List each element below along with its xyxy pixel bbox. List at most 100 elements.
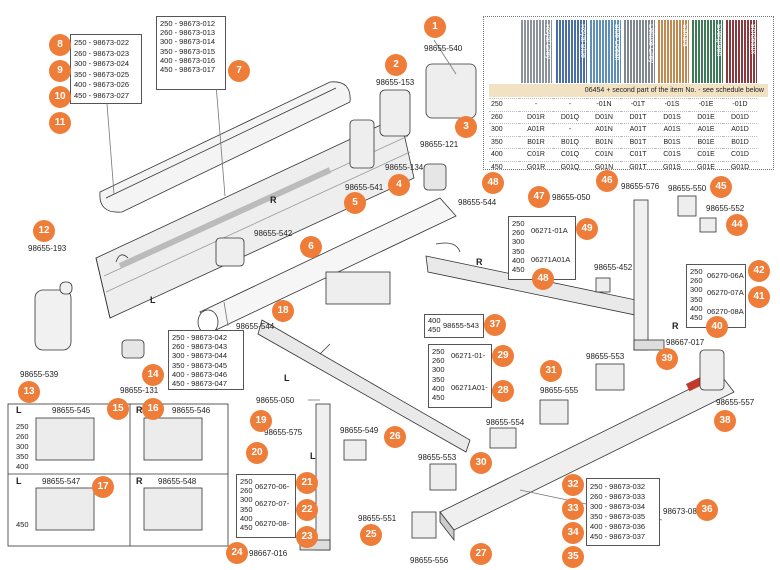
code-cell: A01R <box>519 123 553 136</box>
code-cell: G01T <box>621 160 655 173</box>
clip-31-drawing <box>595 363 625 391</box>
swatch-bordeaux: Bordeaux <box>726 20 757 83</box>
clip-45-drawing <box>677 195 697 217</box>
hinge-25-drawing <box>343 439 367 461</box>
swatch-deluxe-grey: Deluxe Grey <box>624 20 655 83</box>
color-table-row: 250---01N-01T-01S-01E-01D <box>489 98 757 111</box>
code-cell: -01N <box>587 98 621 111</box>
size-cell: 400 <box>489 148 519 161</box>
code-cell: G01S <box>655 160 689 173</box>
code-cell: A01E <box>689 123 723 136</box>
part-label: 98655-552 <box>706 204 745 213</box>
fabric-color-table: Royal Grey Royal Blue Blue Ocean Deluxe … <box>483 16 774 173</box>
side-label: L <box>310 451 316 461</box>
callout-14: 14 <box>142 364 164 386</box>
part-label: 98667-017 <box>666 338 705 347</box>
callout-27: 27 <box>470 543 492 565</box>
callout-41: 41 <box>748 286 770 308</box>
code-cell: - <box>553 98 587 111</box>
callout-28: 28 <box>492 380 514 402</box>
code-cell: - <box>553 123 587 136</box>
swatch-evergreen: Evergreen <box>692 20 723 83</box>
swatch-blue-ocean: Blue Ocean <box>590 20 621 83</box>
part-label: 98655-544 <box>458 198 497 207</box>
code-cell: B01Q <box>553 135 587 149</box>
callout-48-top: 48 <box>482 172 504 194</box>
part-label: 98655-550 <box>668 184 707 193</box>
part-label: 98655-554 <box>486 418 525 427</box>
callout-37: 37 <box>484 314 506 336</box>
part-label: 98673-088 <box>663 507 702 516</box>
callout-8: 8 <box>49 34 71 56</box>
clip-554-drawing <box>489 427 517 449</box>
code-cell: - <box>519 98 553 111</box>
callout-25: 25 <box>360 524 382 546</box>
adapter-sizes-b: 450 <box>16 520 29 529</box>
part-label: 98655-553 <box>418 453 457 462</box>
side-label: R <box>672 321 679 331</box>
callout-17: 17 <box>92 476 114 498</box>
part-label: 98655-153 <box>376 78 415 87</box>
callout-45: 45 <box>710 176 732 198</box>
callout-48: 48 <box>532 268 554 290</box>
size-cell: 250 <box>489 98 519 111</box>
callout-3: 3 <box>455 116 477 138</box>
callout-20: 20 <box>246 442 268 464</box>
color-table-header: 06454 + second part of the item No. - se… <box>489 84 768 97</box>
callout-6: 6 <box>300 236 322 258</box>
bracket-2-drawing <box>379 89 411 137</box>
callout-4: 4 <box>388 174 410 196</box>
part-label: 98655-553 <box>586 352 625 361</box>
callout-36: 36 <box>696 499 718 521</box>
part-label: 98655-556 <box>410 556 449 565</box>
box-49-code-a: 06271-01A <box>531 226 568 235</box>
box-21-code-a: 06270-06- <box>255 482 290 491</box>
size-cell: 300 <box>489 123 519 136</box>
callout-39: 39 <box>656 348 678 370</box>
callout-34: 34 <box>562 522 584 544</box>
part-label: 98655-050 <box>256 396 295 405</box>
code-cell: B01R <box>519 135 553 149</box>
callout-5: 5 <box>344 192 366 214</box>
code-cell: C01D <box>723 148 757 161</box>
callout-38: 38 <box>714 410 736 432</box>
part-label: 98655-121 <box>420 140 459 149</box>
part-label: 98655-544 <box>236 322 275 331</box>
swatch-royal-blue: Royal Blue <box>556 20 587 83</box>
part-label: 98655-540 <box>424 44 463 53</box>
code-cell: B01E <box>689 135 723 149</box>
code-cell: D01T <box>621 110 655 124</box>
right-support-leg-drawing <box>633 199 665 351</box>
callout-46: 46 <box>596 170 618 192</box>
callout-1: 1 <box>424 16 446 38</box>
side-label: R <box>476 257 483 267</box>
gear-3-drawing <box>423 163 447 191</box>
part-label: 98655-548 <box>158 477 197 486</box>
code-cell: D01R <box>519 110 553 124</box>
box-29-code-a: 06271-01- <box>451 351 486 360</box>
side-label: R <box>136 476 143 486</box>
part-label: 98655-050 <box>552 193 591 202</box>
side-label: R <box>136 405 143 415</box>
size-cell: 260 <box>489 110 519 124</box>
code-cell: G01Q <box>553 160 587 173</box>
code-cell: C01S <box>655 148 689 161</box>
code-cell: D01Q <box>553 110 587 124</box>
part-label: 98655-541 <box>345 183 384 192</box>
code-cell: A01T <box>621 123 655 136</box>
clip-44-drawing <box>699 217 717 233</box>
part-label: 98655-555 <box>540 386 579 395</box>
callout-23: 23 <box>296 526 318 548</box>
part-label: 98655-557 <box>716 398 755 407</box>
end-cap-38-drawing <box>699 349 725 391</box>
side-label: L <box>150 295 156 305</box>
